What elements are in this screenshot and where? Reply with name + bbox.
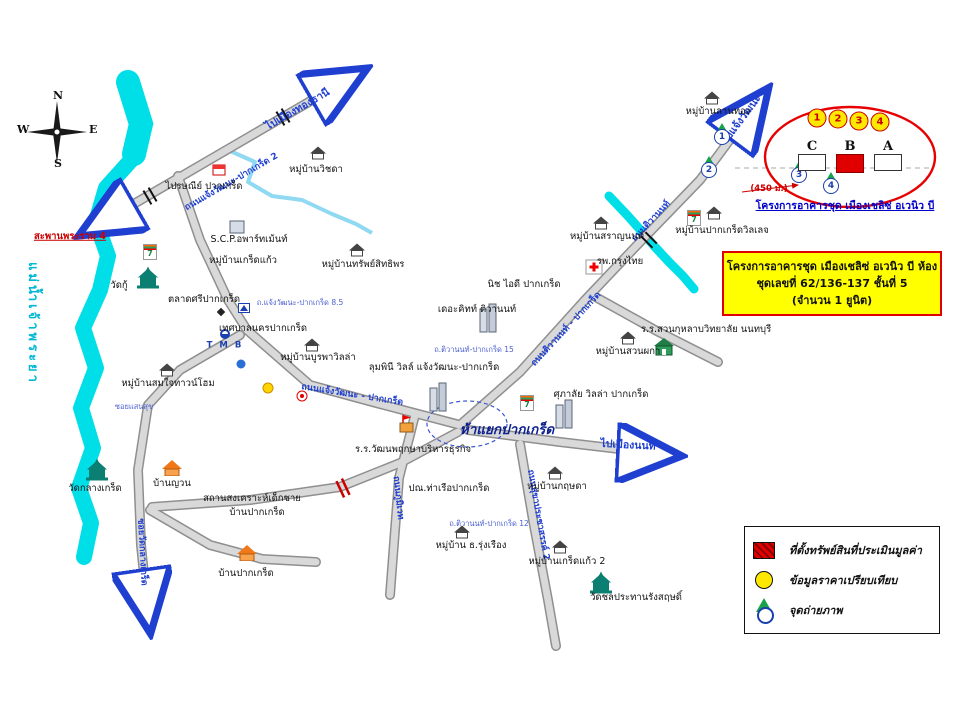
distance-note: (450 ม.)	[750, 184, 788, 194]
bridge-marks	[142, 108, 658, 249]
road-surfaces	[92, 74, 761, 650]
callout-line-3: (จำนวน 1 ยูนิต)	[791, 294, 873, 308]
subject-square-symbol	[751, 541, 777, 559]
stream-left	[227, 148, 373, 235]
project-name-link[interactable]: โครงการอาคารชุด เมืองเชลิซ่ อเวนิว บี	[755, 200, 935, 212]
project-building-B: B	[836, 139, 864, 173]
legend-comparable-label: ข้อมูลราคาเปรียบเทียบ	[789, 574, 898, 587]
road-arrows	[94, 77, 758, 616]
distance-arrow	[741, 182, 799, 193]
stream-right	[604, 191, 699, 294]
callout-line-2: ชุดเลขที่ 62/136-137 ชั้นที่ 5	[756, 277, 908, 291]
callout-line-1: โครงการอาคารชุด เมืองเชลิซ่ อเวนิว บี ห้…	[726, 260, 938, 273]
building-letter: B	[844, 139, 856, 154]
project-callout: โครงการอาคารชุด เมืองเชลิซ่ อเวนิว บี ห้…	[722, 251, 942, 317]
project-building-A: A	[874, 139, 902, 173]
legend-photo-label: จุดถ่ายภาพ	[789, 604, 843, 617]
junction-dashed-ellipse	[426, 400, 508, 448]
building-letter: C	[806, 139, 818, 154]
compass-rose: N S W E	[17, 89, 98, 171]
legend-subject-label: ที่ตั้งทรัพย์สินที่ประเมินมูลค่า	[789, 544, 922, 557]
compass-west-label: W	[17, 123, 30, 136]
river-upper-wide	[116, 70, 154, 166]
project-building-C: C	[798, 139, 826, 173]
building-box	[798, 154, 826, 171]
junction-name-label: ห้าแยกปากเกร็ด	[459, 422, 555, 438]
compass-south-label: S	[54, 157, 62, 170]
legend-item-subject: ที่ตั้งทรัพย์สินที่ประเมินมูลค่า	[751, 535, 933, 565]
building-box	[874, 154, 902, 171]
compass-north-label: N	[53, 89, 64, 102]
comparable-circle-symbol	[751, 571, 777, 589]
river-name-label: แม่น้ำเจ้าพระยา	[25, 262, 40, 385]
subject-building-box	[836, 154, 864, 173]
project-red-ellipse	[763, 105, 937, 209]
legend-item-photo: จุดถ่ายภาพ	[751, 595, 933, 625]
legend: ที่ตั้งทรัพย์สินที่ประเมินมูลค่า ข้อมูลร…	[744, 526, 940, 634]
crossing-mark	[335, 478, 351, 498]
building-letter: A	[882, 139, 894, 154]
compass-east-label: E	[89, 123, 98, 136]
compass-star	[27, 101, 87, 163]
photo-point-symbol	[751, 598, 777, 624]
legend-item-comparable: ข้อมูลราคาเปรียบเทียบ	[751, 565, 933, 595]
